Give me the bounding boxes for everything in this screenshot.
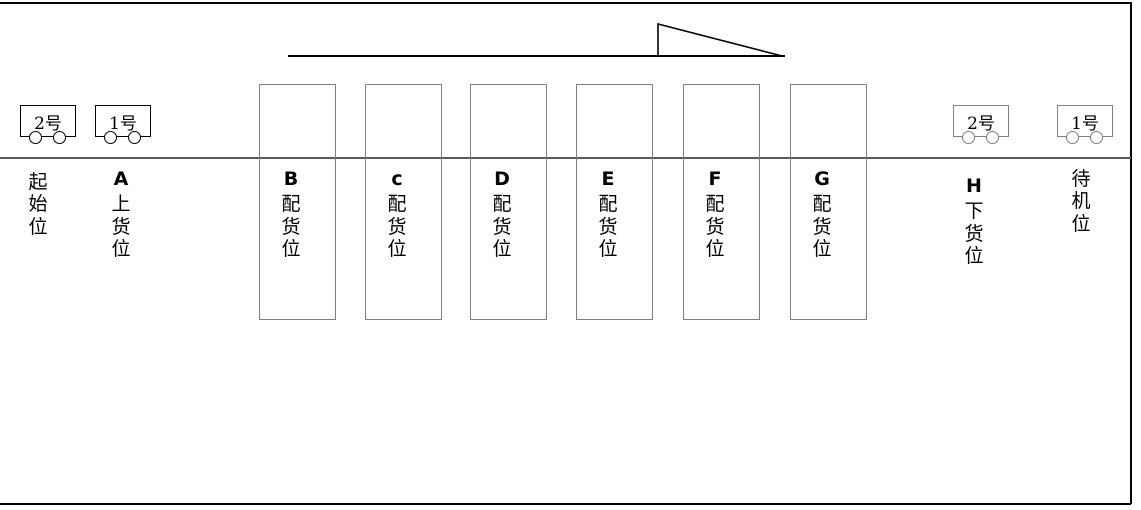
main-track-line [0,157,1131,159]
page-border-bottom [0,503,1131,505]
page-border-right [1130,2,1132,504]
station-label-g: G 配 货 位 [812,168,832,261]
station-label-d: D 配 货 位 [492,168,512,261]
cart-wheel-icon [1090,131,1103,144]
cart-1-right[interactable]: 1号 [1057,105,1113,144]
overhead-rail-line [288,55,785,57]
station-label-f: F 配 货 位 [705,168,725,261]
station-label-start: 起 始 位 [28,171,48,238]
cart-wheel-icon [29,131,42,144]
station-label-e: E 配 货 位 [598,168,618,261]
cart-wheel-icon [53,131,66,144]
cart-wheel-icon [986,131,999,144]
cart-wheel-icon [1066,131,1079,144]
cart-2-left[interactable]: 2号 [20,105,76,144]
bay-f[interactable] [683,84,760,320]
bay-e[interactable] [576,84,653,320]
station-label-b: B 配 货 位 [281,168,301,261]
cart-1-left[interactable]: 1号 [95,105,151,144]
station-label-standby: 待 机 位 [1071,168,1091,235]
cart-2-right-label: 2号 [953,105,1009,137]
cart-2-right[interactable]: 2号 [953,105,1009,144]
rail-direction-triangle-icon [657,23,783,57]
station-label-a: A 上 货 位 [111,168,131,261]
cart-wheel-icon [962,131,975,144]
station-label-h: H 下 货 位 [964,175,984,268]
bay-g[interactable] [790,84,867,320]
cart-2-left-label: 2号 [20,105,76,137]
bay-d[interactable] [470,84,547,320]
page-border-top [0,2,1131,4]
cart-1-left-label: 1号 [95,105,151,137]
station-label-c: c 配 货 位 [387,168,407,261]
cart-wheel-icon [128,131,141,144]
bay-c[interactable] [365,84,442,320]
cart-wheel-icon [104,131,117,144]
bay-b[interactable] [259,84,336,320]
cart-1-right-label: 1号 [1057,105,1113,137]
